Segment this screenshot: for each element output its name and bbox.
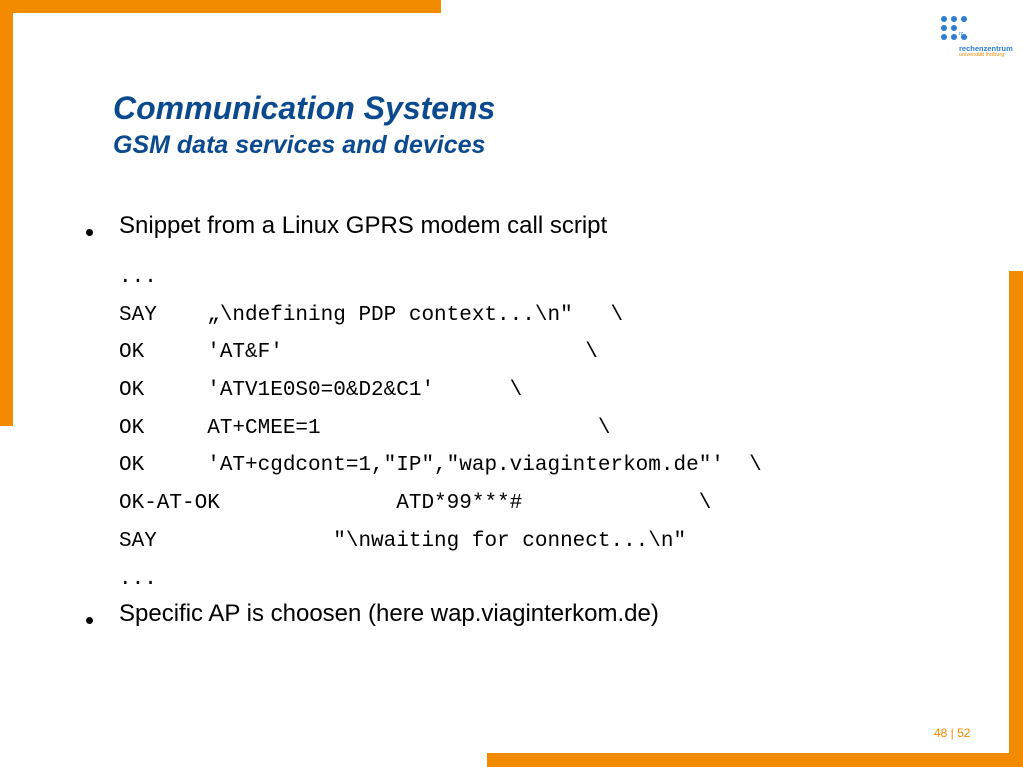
code-line: OK 'AT&F' \ <box>119 341 598 365</box>
university-logo: rz rechenzentrum universität freiburg <box>940 14 1013 64</box>
top-orange-bar <box>0 0 441 13</box>
bottom-orange-bar <box>487 753 1023 767</box>
code-line: ... <box>119 266 157 289</box>
right-orange-bar <box>1009 271 1023 767</box>
bullet-item: Specific AP is choosen (here wap.viagint… <box>119 600 659 627</box>
logo-name: rechenzentrum <box>959 44 1013 53</box>
code-line: ... <box>119 567 157 591</box>
bullet-item: Snippet from a Linux GPRS modem call scr… <box>119 212 608 239</box>
page-number: 48 | 52 <box>934 726 971 740</box>
code-line: OK-AT-OK ATD*99***# \ <box>119 492 712 516</box>
code-line: SAY "\nwaiting for connect...\n" <box>119 529 687 553</box>
code-line: SAY „\ndefining PDP context...\n" \ <box>119 303 624 327</box>
bullet-dot-icon <box>86 617 93 624</box>
logo-institution: universität freiburg <box>959 52 1005 58</box>
bullet-dot-icon <box>86 229 93 236</box>
code-line: OK 'ATV1E0S0=0&D2&C1' \ <box>119 379 523 403</box>
slide-subtitle: GSM data services and devices <box>113 131 486 159</box>
slide-title: Communication Systems <box>113 90 496 126</box>
left-orange-bar <box>0 0 13 426</box>
code-line: OK AT+CMEE=1 \ <box>119 416 611 440</box>
code-line: OK 'AT+cgdcont=1,"IP","wap.viaginterkom.… <box>119 454 762 478</box>
code-snippet: ... SAY „\ndefining PDP context...\n" \ … <box>119 259 762 598</box>
logo-abbrev: rz <box>959 31 964 37</box>
